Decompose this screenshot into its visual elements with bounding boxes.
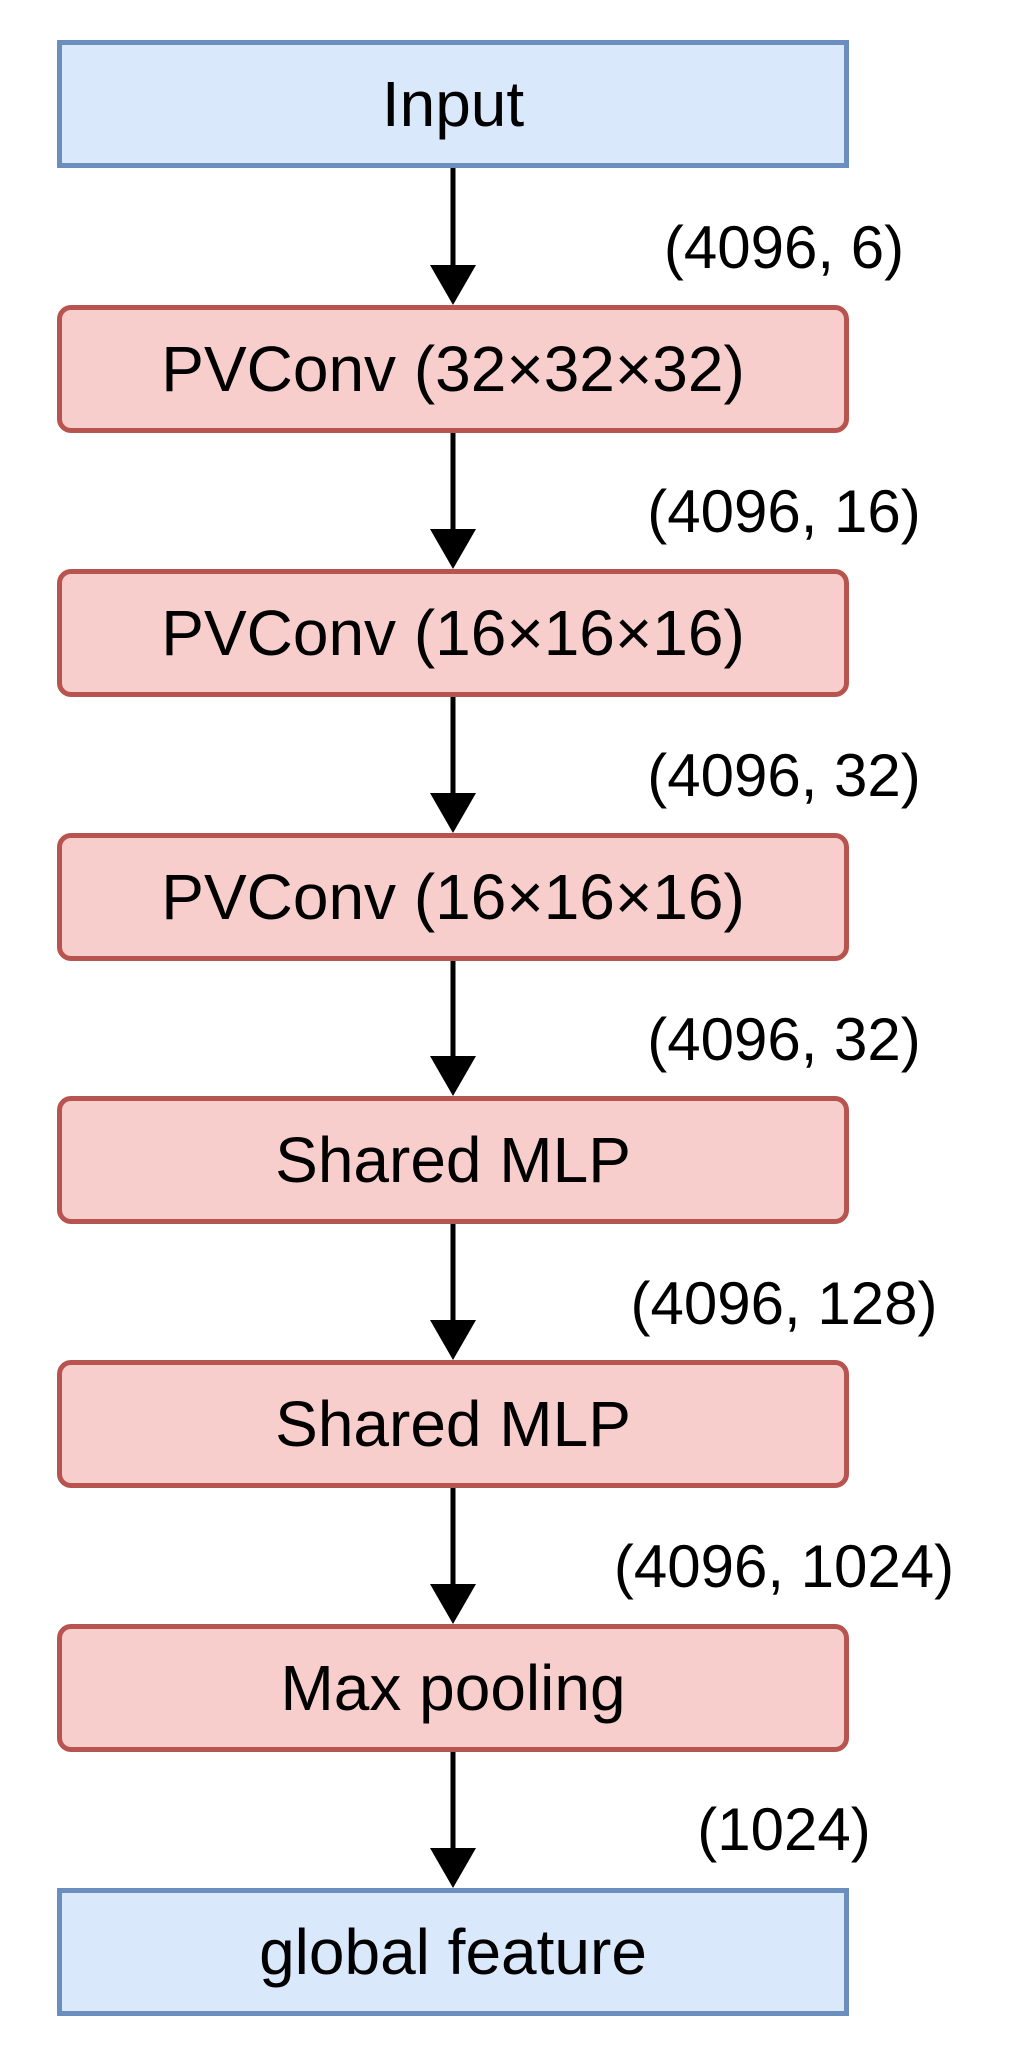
arrow-head-3 (430, 793, 476, 833)
arrow-head-2 (430, 529, 476, 569)
node-input-label: Input (381, 68, 525, 140)
node-shared-mlp-2: Shared MLP (57, 1360, 849, 1488)
node-max-pooling-label: Max pooling (280, 1652, 626, 1724)
node-pvconv-3-label: PVConv (16×16×16) (161, 861, 745, 933)
node-shared-mlp-1-label: Shared MLP (275, 1124, 631, 1196)
node-global-feature: global feature (57, 1888, 849, 2016)
node-pvconv-2: PVConv (16×16×16) (57, 569, 849, 697)
shape-label-1: (4096, 6) (663, 214, 905, 281)
arrow-head-1 (430, 265, 476, 305)
node-pvconv-1: PVConv (32×32×32) (57, 305, 849, 433)
shape-label-5: (4096, 128) (630, 1270, 938, 1337)
shape-label-7: (1024) (697, 1796, 871, 1863)
node-global-feature-label: global feature (259, 1916, 647, 1988)
node-pvconv-3: PVConv (16×16×16) (57, 833, 849, 961)
shape-label-6: (4096, 1024) (613, 1533, 955, 1600)
node-max-pooling: Max pooling (57, 1624, 849, 1752)
shape-label-2: (4096, 16) (647, 478, 921, 545)
node-pvconv-2-label: PVConv (16×16×16) (161, 597, 745, 669)
arrow-head-5 (430, 1320, 476, 1360)
node-shared-mlp-1: Shared MLP (57, 1096, 849, 1224)
arrow-head-6 (430, 1584, 476, 1624)
arrow-head-4 (430, 1056, 476, 1096)
node-pvconv-1-label: PVConv (32×32×32) (161, 333, 745, 405)
node-shared-mlp-2-label: Shared MLP (275, 1388, 631, 1460)
shape-label-4: (4096, 32) (647, 1006, 921, 1073)
shape-label-3: (4096, 32) (647, 742, 921, 809)
arrow-head-7 (430, 1848, 476, 1888)
node-input: Input (57, 40, 849, 168)
